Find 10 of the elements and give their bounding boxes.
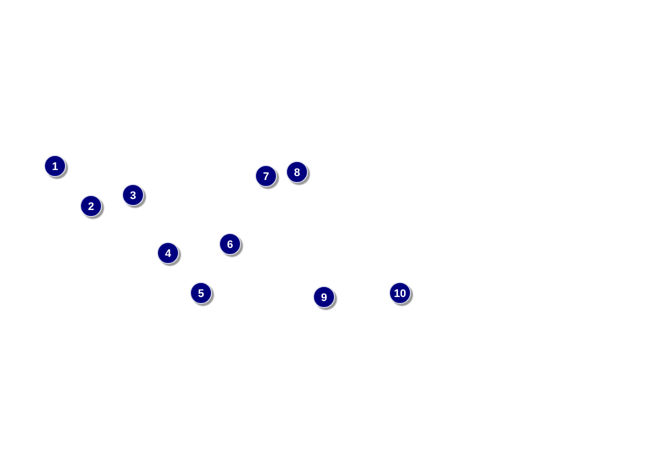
callout-number: 5 [190, 282, 212, 304]
callout-number: 7 [255, 165, 277, 187]
callout-number: 8 [286, 161, 308, 183]
callout-number: 1 [44, 155, 66, 177]
callout-number: 4 [157, 242, 179, 264]
callout-number: 6 [219, 233, 241, 255]
callout-number: 2 [80, 195, 102, 217]
callout-number: 3 [122, 184, 144, 206]
callout-number: 9 [313, 286, 335, 308]
callout-number: 10 [389, 282, 411, 304]
